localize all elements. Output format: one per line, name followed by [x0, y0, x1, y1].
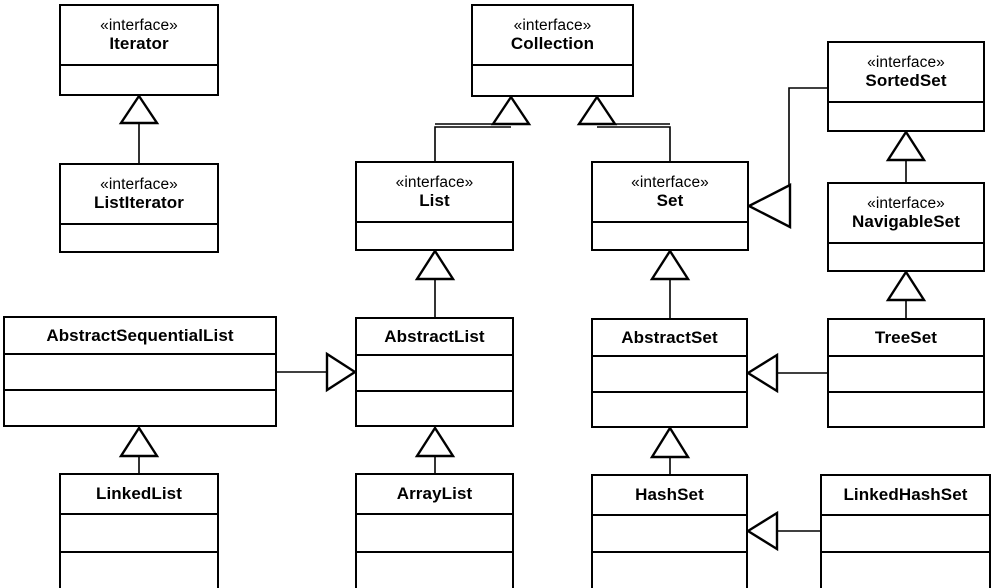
class-header-iterator: «interface» Iterator: [61, 6, 217, 64]
edge-set-to-collection: [576, 94, 671, 161]
stereotype-label: «interface»: [100, 175, 178, 193]
class-name-hashset: HashSet: [635, 485, 704, 505]
class-box-abstractsequentiallist[interactable]: AbstractSequentialList: [3, 316, 277, 427]
operations-compartment: [822, 551, 989, 588]
edge-sortedset-to-set: [746, 87, 827, 229]
class-header-set: «interface» Set: [593, 163, 747, 221]
operations-compartment: [357, 389, 512, 426]
class-name-sortedset: SortedSet: [865, 71, 947, 91]
class-name-arraylist: ArrayList: [396, 484, 473, 504]
class-header-abstractsequentiallist: AbstractSequentialList: [5, 318, 275, 353]
class-name-linkedlist: LinkedList: [95, 484, 182, 504]
attributes-compartment: [593, 221, 747, 249]
attributes-compartment: [357, 221, 512, 249]
class-header-abstractlist: AbstractList: [357, 319, 512, 354]
attributes-compartment: [829, 101, 983, 130]
edge-hashset-to-abstractset: [649, 425, 691, 474]
attributes-compartment: [593, 514, 746, 551]
edge-linkedhashset-to-hashset: [745, 510, 820, 552]
operations-compartment: [5, 389, 275, 425]
class-box-sortedset[interactable]: «interface» SortedSet: [827, 41, 985, 132]
edge-abstractset-to-set: [649, 248, 691, 318]
attributes-compartment: [61, 223, 217, 251]
attributes-compartment: [822, 514, 989, 551]
attributes-compartment: [357, 354, 512, 390]
attributes-compartment: [357, 513, 512, 551]
class-header-navigableset: «interface» NavigableSet: [829, 184, 983, 242]
stereotype-label: «interface»: [867, 194, 945, 212]
class-header-collection: «interface» Collection: [473, 6, 632, 64]
attributes-compartment: [61, 513, 217, 551]
class-header-linkedlist: LinkedList: [61, 475, 217, 513]
class-header-list: «interface» List: [357, 163, 512, 221]
class-name-set: Set: [656, 191, 684, 211]
operations-compartment: [61, 550, 217, 588]
class-box-list[interactable]: «interface» List: [355, 161, 514, 251]
class-name-linkedhashset: LinkedHashSet: [843, 485, 968, 505]
edge-abstractsequentiallist-to-abstractlist: [277, 351, 358, 393]
stereotype-label: «interface»: [631, 173, 709, 191]
class-box-arraylist[interactable]: ArrayList: [355, 473, 514, 588]
class-box-iterator[interactable]: «interface» Iterator: [59, 4, 219, 96]
edge-abstractlist-to-list: [414, 248, 456, 317]
class-name-listiterator: ListIterator: [94, 193, 184, 213]
class-box-collection[interactable]: «interface» Collection: [471, 4, 634, 97]
class-name-abstractlist: AbstractList: [384, 326, 485, 346]
class-header-abstractset: AbstractSet: [593, 320, 746, 355]
class-header-hashset: HashSet: [593, 476, 746, 514]
class-header-treeset: TreeSet: [829, 320, 983, 355]
class-name-collection: Collection: [510, 34, 595, 54]
class-box-abstractlist[interactable]: AbstractList: [355, 317, 514, 427]
attributes-compartment: [593, 355, 746, 391]
edge-list-to-collection: [434, 94, 532, 161]
class-box-abstractset[interactable]: AbstractSet: [591, 318, 748, 428]
class-name-abstractset: AbstractSet: [621, 327, 718, 347]
edge-linkedlist-to-abstractsequentiallist: [118, 425, 160, 473]
operations-compartment: [357, 550, 512, 588]
class-box-hashset[interactable]: HashSet: [591, 474, 748, 588]
class-name-list: List: [419, 191, 450, 211]
attributes-compartment: [829, 242, 983, 270]
edge-treeset-to-abstractset: [745, 352, 827, 394]
class-box-linkedhashset[interactable]: LinkedHashSet: [820, 474, 991, 588]
stereotype-label: «interface»: [867, 53, 945, 71]
stereotype-label: «interface»: [100, 16, 178, 34]
class-box-set[interactable]: «interface» Set: [591, 161, 749, 251]
class-name-abstractsequentiallist: AbstractSequentialList: [46, 325, 234, 345]
edge-arraylist-to-abstractlist: [414, 425, 456, 473]
edge-treeset-to-navigableset: [885, 269, 927, 318]
class-header-arraylist: ArrayList: [357, 475, 512, 513]
edge-navigableset-to-sortedset: [885, 129, 927, 182]
class-header-sortedset: «interface» SortedSet: [829, 43, 983, 101]
stereotype-label: «interface»: [513, 16, 592, 34]
operations-compartment: [593, 390, 746, 427]
class-box-navigableset[interactable]: «interface» NavigableSet: [827, 182, 985, 272]
attributes-compartment: [473, 64, 632, 95]
operations-compartment: [829, 390, 983, 427]
class-box-listiterator[interactable]: «interface» ListIterator: [59, 163, 219, 253]
attributes-compartment: [829, 355, 983, 391]
class-name-iterator: Iterator: [109, 34, 169, 54]
attributes-compartment: [61, 64, 217, 94]
class-name-navigableset: NavigableSet: [852, 212, 960, 232]
stereotype-label: «interface»: [395, 173, 474, 191]
class-header-linkedhashset: LinkedHashSet: [822, 476, 989, 514]
attributes-compartment: [5, 353, 275, 389]
class-box-linkedlist[interactable]: LinkedList: [59, 473, 219, 588]
class-name-treeset: TreeSet: [874, 327, 938, 347]
class-header-listiterator: «interface» ListIterator: [61, 165, 217, 223]
class-box-treeset[interactable]: TreeSet: [827, 318, 985, 428]
operations-compartment: [593, 551, 746, 588]
edge-listiterator-to-iterator: [118, 93, 160, 163]
